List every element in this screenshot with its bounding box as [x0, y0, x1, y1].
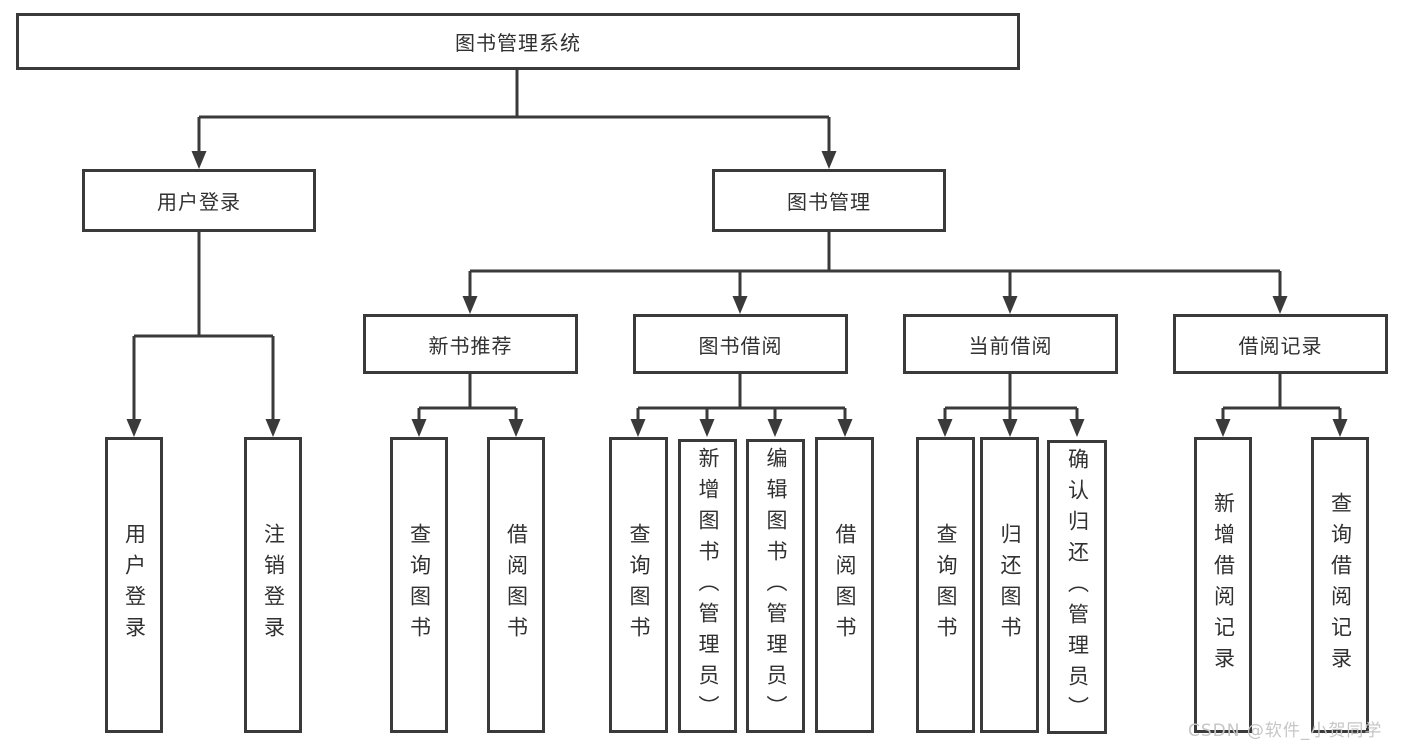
leaf-add-book-admin: 新增图书（管理员）: [678, 439, 737, 733]
leaf-borrow-books-recommend: 借阅图书: [487, 437, 545, 733]
leaf-query-borrow-record: 查询借阅记录: [1311, 437, 1369, 733]
leaf-return-books: 归还图书: [980, 437, 1039, 733]
leaf-confirm-return-admin: 确认归还（管理员）: [1047, 440, 1107, 734]
leaf-borrow-books-borrowing-label: 借阅图书: [833, 523, 857, 647]
leaf-user-login: 用户登录: [105, 437, 163, 733]
node-root-label: 图书管理系统: [455, 31, 581, 55]
node-user-login-branch-label: 用户登录: [157, 190, 241, 214]
node-current-borrowing: 当前借阅: [903, 314, 1118, 374]
node-borrowing-records-label: 借阅记录: [1238, 333, 1323, 358]
leaf-query-books-recommend: 查询图书: [390, 437, 448, 733]
node-book-management-branch-label: 图书管理: [787, 190, 871, 214]
leaf-query-books-current-label: 查询图书: [934, 523, 958, 647]
leaf-query-books-recommend-label: 查询图书: [407, 523, 432, 647]
leaf-user-login-label: 用户登录: [122, 523, 147, 647]
watermark: CSDN @软件_小贺同学: [1188, 721, 1383, 741]
leaf-add-borrow-record-label: 新增借阅记录: [1211, 492, 1236, 678]
leaf-return-books-label: 归还图书: [998, 523, 1022, 647]
node-book-borrowing: 图书借阅: [633, 314, 848, 374]
leaf-logout: 注销登录: [244, 437, 302, 733]
leaf-query-books-borrowing: 查询图书: [609, 437, 668, 733]
node-book-borrowing-label: 图书借阅: [698, 333, 783, 358]
node-current-borrowing-label: 当前借阅: [968, 333, 1053, 358]
arrowheads: [126, 151, 1348, 437]
leaf-query-books-current: 查询图书: [916, 437, 975, 733]
leaf-borrow-books-borrowing: 借阅图书: [815, 437, 874, 733]
leaf-edit-book-admin: 编辑图书（管理员）: [746, 439, 805, 733]
node-root: 图书管理系统: [16, 13, 1020, 70]
leaf-query-borrow-record-label: 查询借阅记录: [1328, 492, 1353, 678]
leaf-add-book-admin-label: 新增图书（管理员）: [696, 446, 720, 726]
leaf-confirm-return-admin-label: 确认归还（管理员）: [1065, 447, 1090, 727]
leaf-borrow-books-recommend-label: 借阅图书: [504, 523, 529, 647]
node-user-login-branch: 用户登录: [82, 169, 316, 232]
leaf-edit-book-admin-label: 编辑图书（管理员）: [764, 446, 788, 726]
leaf-add-borrow-record: 新增借阅记录: [1194, 437, 1252, 733]
node-book-management-branch: 图书管理: [712, 169, 946, 232]
leaf-logout-label: 注销登录: [261, 523, 286, 647]
node-new-book-recommend-label: 新书推荐: [428, 333, 513, 358]
node-new-book-recommend: 新书推荐: [363, 314, 578, 374]
leaf-query-books-borrowing-label: 查询图书: [627, 523, 651, 647]
node-borrowing-records: 借阅记录: [1173, 314, 1388, 374]
